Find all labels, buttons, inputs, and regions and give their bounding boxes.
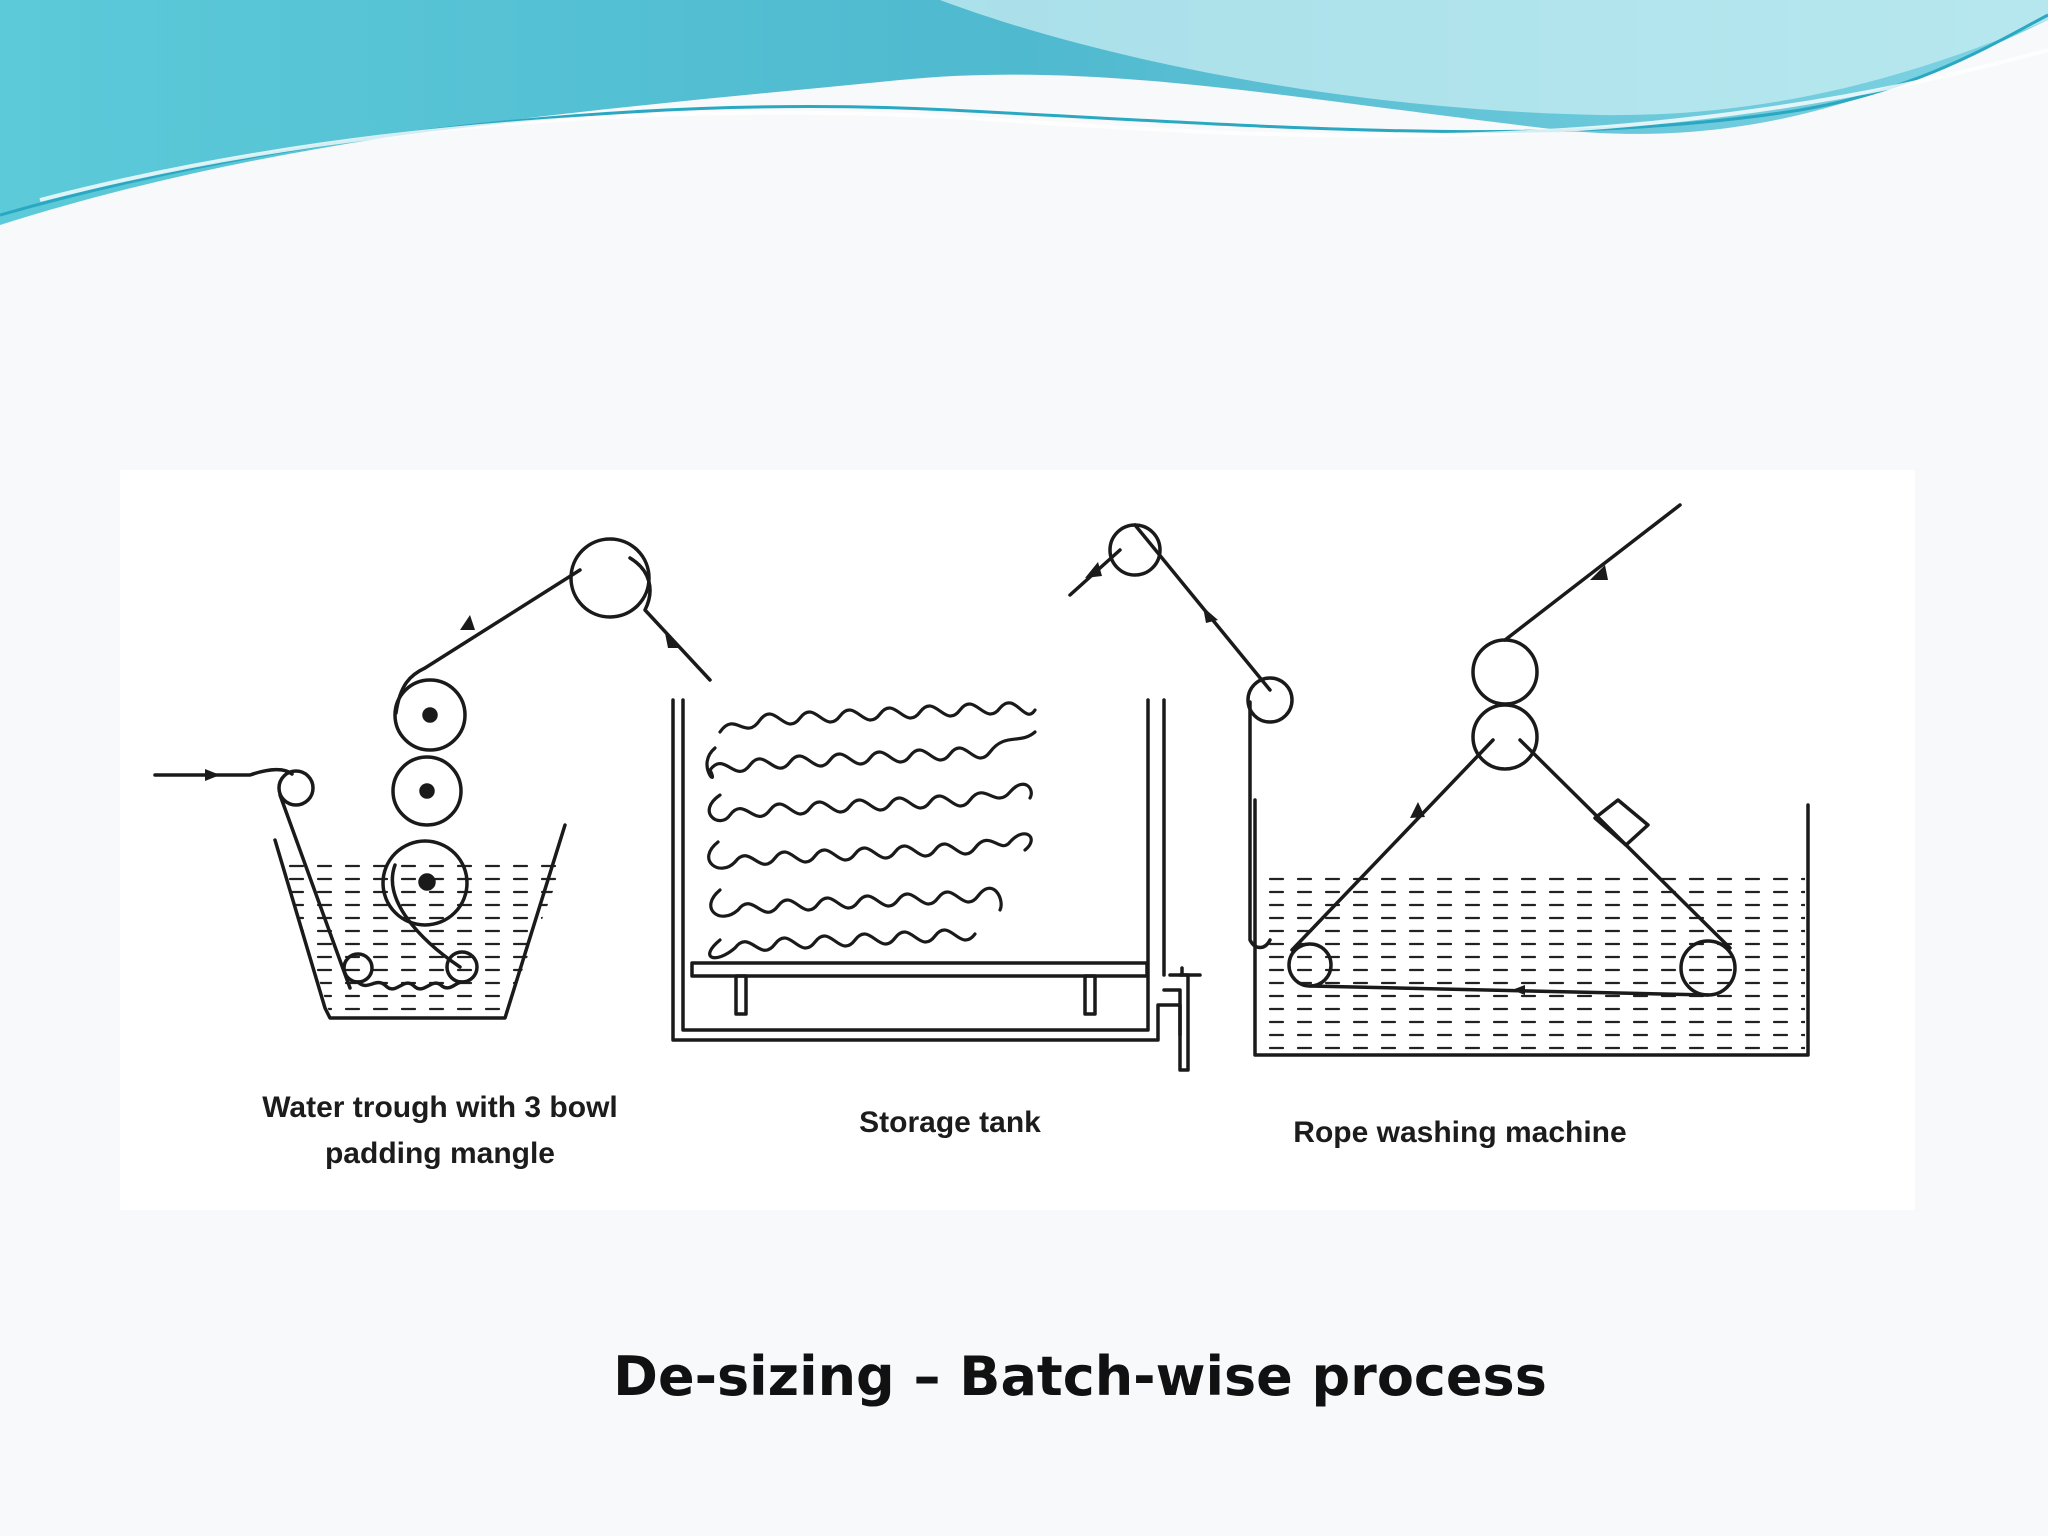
- storage-tank-section: [671, 698, 1202, 1072]
- trough-label: Water trough with 3 bowl padding mangle: [230, 1085, 650, 1177]
- fabric-to-tank: [628, 556, 712, 682]
- bowl-middle: [391, 755, 463, 827]
- arrow-exit: [1590, 565, 1608, 580]
- fabric-down-washer: [1248, 700, 1272, 950]
- arrow-over: [1203, 607, 1218, 623]
- platform: [690, 961, 1149, 978]
- washer-guide-roller: [1246, 676, 1294, 724]
- tank-inner-left: [681, 698, 1150, 1032]
- arrow-left-up: [1410, 802, 1425, 818]
- fabric-in: [153, 767, 294, 777]
- desizing-diagram: [153, 503, 1810, 1072]
- arrow-up: [460, 615, 475, 630]
- trough-outline: [273, 823, 567, 1020]
- arrow-feed: [1085, 562, 1102, 578]
- trough-section: [153, 537, 712, 1020]
- arrow-bottom: [1512, 985, 1525, 995]
- fabric-left-up: [1290, 738, 1495, 952]
- slide-caption: De-sizing – Batch-wise process: [613, 1345, 1547, 1408]
- arrow-in: [205, 769, 220, 781]
- fabric-up: [394, 568, 582, 715]
- washer-liquid: [1258, 875, 1805, 1053]
- wave-line-2: [39, 48, 2048, 202]
- top-guide-roller: [569, 537, 651, 619]
- fabric-wavy: [356, 980, 464, 991]
- fabric-down: [278, 793, 352, 990]
- washer-outline: [1253, 798, 1810, 1057]
- platform-leg-left: [734, 974, 748, 1016]
- bowl-bottom-core: [418, 873, 436, 891]
- rope-washer-section: [1068, 503, 1810, 1057]
- fabric-over: [1133, 523, 1272, 692]
- rope-guide: [1593, 798, 1650, 847]
- bowl-middle-core: [419, 783, 435, 799]
- squeeze-roller-bottom: [1471, 703, 1539, 771]
- tank-label: Storage tank: [859, 1106, 1041, 1139]
- platform-leg-right: [1083, 974, 1097, 1016]
- diagram-panel: Water trough with 3 bowl padding mangle …: [120, 470, 1915, 1210]
- bowl-top: [393, 678, 467, 752]
- bowl-bottom: [381, 839, 469, 927]
- trough-label-line2: padding mangle: [324, 1137, 555, 1170]
- folded-fabric: [705, 701, 1037, 960]
- fabric-wrap: [390, 863, 462, 969]
- trough-label-line1: Water trough with 3 bowl: [262, 1091, 618, 1124]
- valve: [1168, 966, 1202, 977]
- wave-highlight: [940, 0, 2048, 116]
- header-wave: [0, 0, 2048, 225]
- bowl-top-core: [422, 707, 438, 723]
- squeeze-roller-top: [1471, 638, 1539, 706]
- fabric-bottom: [1308, 984, 1710, 997]
- fabric-exit: [1503, 503, 1682, 642]
- arrow-to-tank: [665, 633, 680, 648]
- guide-roller: [277, 769, 315, 807]
- rope-washer-label: Rope washing machine: [1293, 1116, 1627, 1149]
- outlet-pipe: [1162, 973, 1190, 1072]
